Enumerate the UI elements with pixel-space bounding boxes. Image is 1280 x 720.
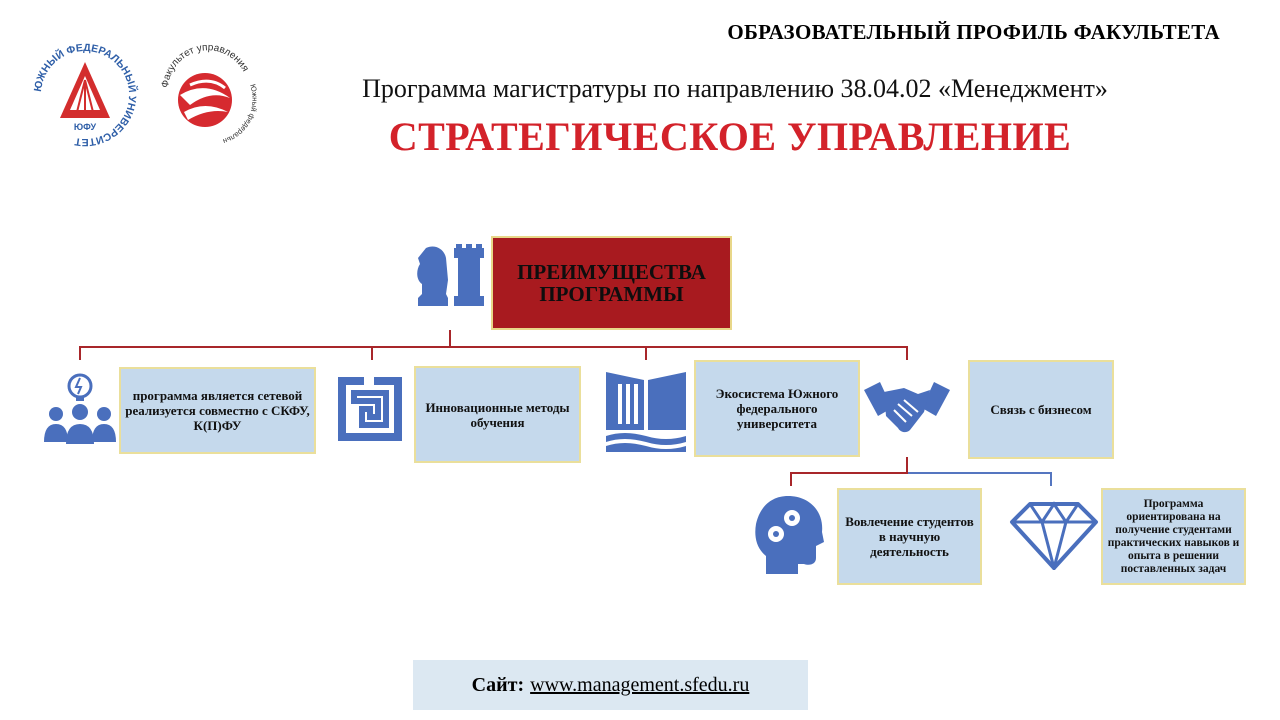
site-footer: Сайт: www.management.sfedu.ru — [413, 660, 808, 710]
connector — [449, 330, 451, 347]
advantage-ecosystem-box: Экосистема Южного федерального университ… — [694, 360, 860, 457]
advantage-network-box: программа является сетевой реализуется с… — [119, 367, 316, 454]
connector — [790, 472, 792, 486]
connector — [906, 346, 908, 360]
waterfall-icon — [604, 370, 688, 454]
sfedu-abbr: ЮФУ — [74, 122, 97, 132]
handshake-icon — [862, 378, 952, 438]
advantage-research-box: Вовлечение студентов в научную деятельно… — [837, 488, 982, 585]
diamond-icon — [1008, 500, 1100, 574]
advantage-innovative-box: Инновационные методы обучения — [414, 366, 581, 463]
connector — [906, 457, 908, 474]
site-link[interactable]: www.management.sfedu.ru — [530, 673, 750, 696]
sfedu-logo: ЮЖНЫЙ ФЕДЕРАЛЬНЫЙ УНИВЕРСИТЕТ ЮФУ — [30, 40, 140, 150]
main-title: СТРАТЕГИЧЕСКОЕ УПРАВЛЕНИЕ — [388, 114, 1072, 159]
connector — [371, 346, 373, 360]
site-label: Сайт: — [471, 673, 525, 696]
connector — [645, 346, 647, 360]
chess-pieces-icon — [410, 240, 490, 310]
connector — [790, 472, 908, 474]
advantage-business-box: Связь с бизнесом — [968, 360, 1114, 459]
team-idea-icon — [42, 372, 118, 448]
faculty-logo: Факультет управления Южный федеральный у… — [147, 33, 265, 150]
advantages-root-box: ПРЕИМУЩЕСТВА ПРОГРАММЫ — [491, 236, 732, 330]
program-subtitle: Программа магистратуры по направлению 38… — [362, 74, 1108, 103]
advantage-practical-box: Программа ориентирована на получение сту… — [1101, 488, 1246, 585]
connector — [79, 346, 81, 360]
profile-title: ОБРАЗОВАТЕЛЬНЫЙ ПРОФИЛЬ ФАКУЛЬТЕТА — [727, 20, 1220, 44]
connector — [908, 472, 1052, 474]
connector — [79, 346, 908, 348]
connector — [1050, 472, 1052, 486]
head-gears-icon — [752, 494, 826, 576]
maze-icon — [336, 375, 404, 443]
